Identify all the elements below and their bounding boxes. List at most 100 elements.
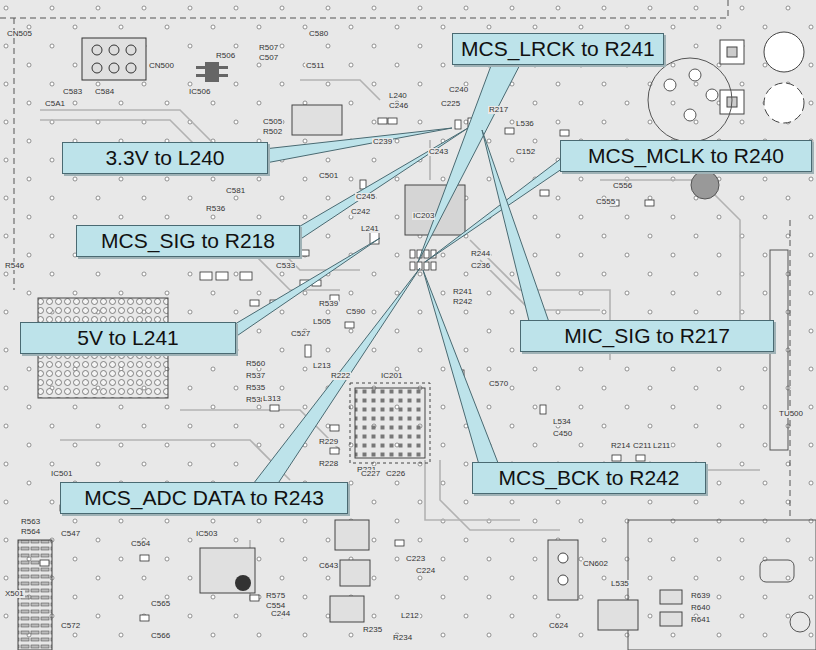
part-label: C5A1 — [44, 100, 66, 108]
ic201-package — [350, 383, 430, 463]
part-label: C581 — [225, 187, 246, 195]
part-label: IC503 — [195, 530, 218, 538]
part-label: R222 — [330, 372, 351, 380]
smd-pads — [40, 118, 654, 621]
part-label: C244 — [270, 610, 291, 618]
part-label: R575 — [265, 592, 286, 600]
part-label: L241 — [360, 225, 380, 233]
part-label: CN505 — [6, 30, 33, 38]
part-label: C223 — [405, 555, 426, 563]
part-label: C565 — [150, 600, 171, 608]
part-label: C245 — [355, 193, 376, 201]
callout-leaders — [225, 55, 575, 488]
part-label: R536 — [205, 205, 226, 213]
part-label: R535 — [245, 384, 266, 392]
part-label: C556 — [612, 182, 633, 190]
power-parts — [330, 520, 682, 630]
part-label: C570 — [488, 380, 509, 388]
part-label: C511 — [305, 62, 326, 70]
cn602-connector — [548, 540, 578, 600]
tuner-frame — [628, 250, 816, 650]
part-label: R564 — [20, 528, 41, 536]
part-label: C243 — [428, 148, 449, 156]
part-label: IC203 — [412, 212, 435, 220]
part-label: C590 — [345, 308, 366, 316]
callout-box: MCS_LRCK to R241 — [452, 33, 664, 65]
part-label: C501 — [318, 172, 339, 180]
part-label: CN602 — [582, 560, 609, 568]
part-label: CN500 — [148, 62, 175, 70]
callout-text: 3.3V to L240 — [71, 146, 259, 170]
part-label: IC506 — [188, 88, 211, 96]
part-label: R244 — [470, 250, 491, 258]
part-label: IC201 — [380, 372, 403, 380]
part-label: R229 — [318, 438, 339, 446]
part-label: L240 — [388, 92, 408, 100]
board-outline — [0, 0, 790, 520]
part-label: C584 — [94, 88, 115, 96]
part-label: C507 — [258, 54, 279, 62]
part-label: R234 — [392, 634, 413, 642]
part-label: R228 — [318, 460, 339, 468]
part-label: TU500 — [778, 410, 804, 418]
part-label: C246 — [388, 102, 409, 110]
part-label: C227 — [360, 470, 381, 478]
part-label: C236 — [470, 262, 491, 270]
callout-text: MIC_SIG to R217 — [529, 324, 765, 348]
part-label: R242 — [452, 298, 473, 306]
part-label: C643 — [318, 562, 339, 570]
part-label: C547 — [60, 530, 81, 538]
part-label: C242 — [350, 208, 371, 216]
callout-box: MCS_BCK to R242 — [472, 462, 706, 494]
part-label: C527 — [290, 330, 311, 338]
part-label: C152 — [515, 148, 536, 156]
part-label: L535 — [610, 580, 630, 588]
callout-text: MCS_LRCK to R241 — [461, 37, 655, 61]
callout-box: MCS_ADC DATA to R243 — [60, 482, 348, 514]
callout-box: 3.3V to L240 — [62, 142, 268, 174]
part-label: R539 — [318, 300, 339, 308]
part-label: IC501 — [50, 470, 73, 478]
part-label: L212 — [400, 612, 420, 620]
c501-package — [292, 105, 342, 135]
part-label: R235 — [362, 626, 383, 634]
part-label: C583 — [62, 88, 83, 96]
part-label: C624 — [548, 622, 569, 630]
callout-text: MCS_SIG to R218 — [85, 229, 291, 253]
part-label: L313 — [262, 395, 282, 403]
part-label: R641 — [690, 616, 711, 624]
callout-text: MCS_MCLK to R240 — [569, 144, 803, 168]
part-label: R507 — [258, 44, 279, 52]
part-label: C554 — [265, 602, 286, 610]
part-label: R560 — [245, 360, 266, 368]
part-label: C505 — [262, 118, 283, 126]
part-label: R502 — [262, 128, 283, 136]
part-label: C580 — [308, 30, 329, 38]
part-label: R639 — [690, 592, 711, 600]
part-label: C572 — [60, 622, 81, 630]
callout-text: MCS_ADC DATA to R243 — [69, 486, 339, 510]
round-component — [648, 58, 732, 199]
part-label: C555 — [595, 198, 616, 206]
ic506-symbol — [196, 62, 228, 82]
part-label: R506 — [215, 52, 236, 60]
part-label: R241 — [452, 288, 473, 296]
callout-box: MCS_MCLK to R240 — [560, 140, 812, 172]
part-label: C224 — [415, 567, 436, 575]
jack-pads — [720, 32, 804, 123]
part-label: C533 — [275, 262, 296, 270]
part-label: C564 — [130, 540, 151, 548]
callout-box: MCS_SIG to R218 — [76, 225, 300, 257]
part-label: L213 — [312, 362, 332, 370]
callout-text: MCS_BCK to R242 — [481, 466, 697, 490]
part-label: C211 — [632, 442, 653, 450]
part-label: L536 — [515, 120, 535, 128]
part-label: C225 — [440, 100, 461, 108]
callout-box: MIC_SIG to R217 — [520, 320, 774, 352]
part-label: L211 — [652, 442, 671, 450]
callout-box: 5V to L241 — [20, 322, 236, 354]
part-label: R546 — [4, 262, 25, 270]
callout-text: 5V to L241 — [29, 326, 227, 350]
